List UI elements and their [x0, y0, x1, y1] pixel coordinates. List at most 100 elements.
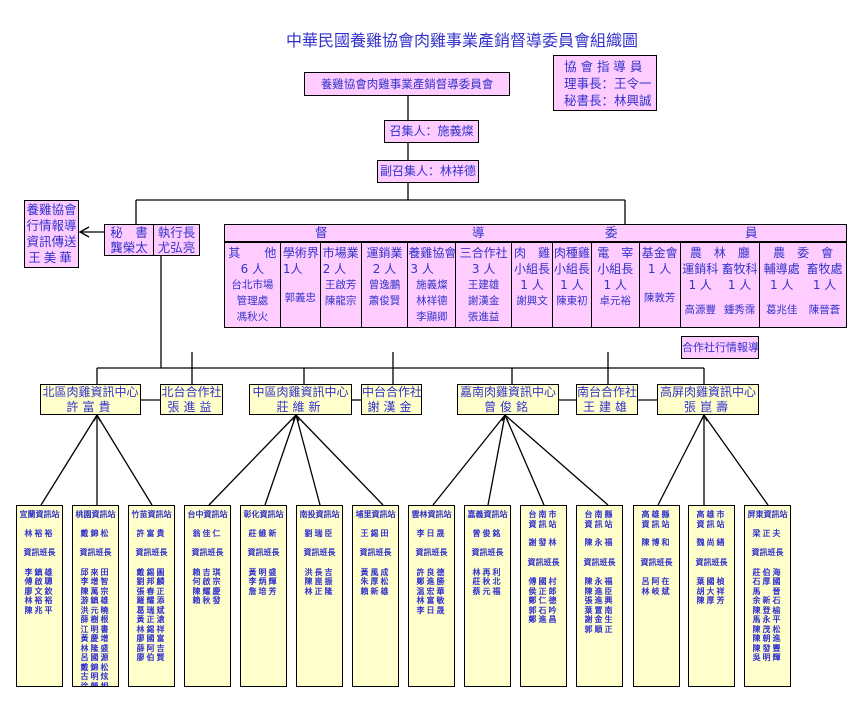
- station-leader: 曾俊銘: [472, 528, 503, 538]
- station-member: 廖伯賢: [136, 653, 167, 662]
- station-title: 高雄縣: [641, 510, 672, 519]
- convener-box: 召集人：施義燦: [384, 120, 479, 143]
- column-heading: 養雞協會: [408, 246, 457, 260]
- station-member: 葉置南: [584, 605, 615, 615]
- station-title: 台南縣: [584, 510, 615, 519]
- column-heading: 基金會: [641, 246, 678, 260]
- station-member: 陳耀慶: [192, 586, 223, 596]
- station-role: 資訊班長: [583, 557, 616, 567]
- station-member: 陳萬宗: [80, 586, 111, 596]
- member-name: 謝漢金: [467, 295, 500, 307]
- member-name: 施義燦: [416, 279, 448, 291]
- station-leader: 陳永福: [584, 538, 615, 547]
- member-name: 謝興文: [516, 295, 548, 307]
- region-name: 謝漢金: [367, 399, 416, 414]
- station-leader: 王錫田: [360, 528, 391, 538]
- column-heading: 學術界: [282, 246, 319, 260]
- arrow-up-icon: [700, 413, 708, 422]
- department-name: 輔導處: [763, 262, 800, 276]
- station-leader: 劉瑞臣: [304, 528, 335, 538]
- station-role: 資訊班長: [247, 548, 280, 557]
- member-names: 謝興文: [512, 293, 552, 309]
- member-name: 王啟芳: [324, 279, 357, 291]
- member-names: 陳敦芳: [640, 277, 680, 327]
- station-member: 呂阿在: [641, 577, 672, 586]
- station-title: 高雄市: [696, 510, 727, 519]
- station-member: 薛樹根: [80, 615, 111, 624]
- station-members: 邱來田李增智陳萬宗游鎮雄洪元曉薛樹根江明書黃慶增林隆盛呂國源戴錦松古明炫涂榮相: [73, 567, 118, 687]
- committee-box: 養雞協會肉雞事業產銷督導委員會: [304, 72, 510, 96]
- station-box: 高雄縣資訊站陳博和資訊班長呂阿在林岐斌: [633, 505, 680, 687]
- member-name: 卓元裕: [599, 295, 631, 307]
- advisor-secretary-general: 秘書長：林興誠: [564, 93, 652, 108]
- station-box: 埔里資訊站王錫田資訊班長黃風成朱厚松賴新雄: [352, 505, 399, 687]
- station-title: 嘉義資訊站: [467, 510, 508, 519]
- station-member: 張進興: [584, 596, 615, 605]
- station-member: 何啟宗: [192, 577, 223, 586]
- station-member: 邱來田: [80, 567, 111, 577]
- station-member: 黃正滄: [136, 615, 167, 624]
- station-member: 侯正郎: [528, 586, 559, 596]
- station-member: 鄭進昌: [528, 615, 559, 624]
- station-leader: 梁正夫: [752, 528, 783, 538]
- station-title: 彰化資訊站: [243, 510, 284, 519]
- station-members: 洪長吉陳崑振林正隆: [297, 568, 342, 597]
- station-member: 馬永平: [752, 615, 783, 624]
- station-member: 朱厚松: [360, 577, 391, 586]
- executive-title: 執行長: [157, 225, 196, 240]
- station-member: 胡大祥: [696, 586, 727, 596]
- region-name: 張進益: [167, 399, 216, 414]
- column-heading: 小組長: [553, 262, 590, 276]
- station-member: 謝金生: [584, 615, 615, 624]
- member-count: 3 人: [471, 262, 496, 276]
- station-member: 李鎮雄: [24, 567, 55, 577]
- station-title: 南投資訊站: [299, 510, 340, 519]
- connector-line: [432, 414, 506, 506]
- station-members: 李鎮雄傅啟聰廖文欽林裕裕陳兆平: [17, 568, 62, 616]
- station-members: 莊伯海石厚國馬 晉余新石陳登榆馬永平陳茂松陳朝進陳發豐吳明輝: [745, 568, 790, 663]
- secretary-name: 龔榮太: [110, 240, 148, 255]
- station-leader: 莊維新: [248, 528, 279, 538]
- station-member: 陳兆平: [24, 605, 55, 615]
- station-member: 黃慶增: [80, 634, 111, 643]
- member-name: 張進益: [467, 311, 500, 323]
- info-relay-line: 行情報導: [26, 218, 77, 233]
- station-role: 資訊班長: [359, 548, 392, 557]
- advisor-heading: 協 會 指 導 員: [564, 59, 643, 74]
- region-name: 王建雄: [582, 399, 631, 414]
- station-members: 黃明盛李炳輝詹培芳: [241, 568, 286, 597]
- station-box: 南投資訊站劉瑞臣資訊班長洪長吉陳崑振林正隆: [296, 505, 343, 687]
- station-member: 古明炫: [80, 672, 111, 681]
- station-member: 林正隆: [304, 586, 335, 596]
- station-member: 黃風成: [360, 567, 391, 577]
- region-title: 高屏肉雞資訊中心: [659, 385, 756, 399]
- station-leader: 李日晟: [416, 528, 447, 538]
- member-name: 林祥德: [416, 295, 448, 307]
- connector-line: [96, 414, 153, 506]
- member-names: 郭義忠: [281, 277, 320, 327]
- station-member: 蔡元福: [472, 586, 503, 596]
- region-title: 南台合作社: [577, 385, 638, 399]
- member-name: 鍾秀霈: [723, 304, 756, 316]
- station-box: 竹苗資訊站許富貴資訊班長戴錫圖劉邦麟張春正羅耀添葛瑞斌黃正滄林錫祥廖國富薛阿吉廖…: [128, 505, 175, 687]
- secretary-title: 秘 書: [110, 225, 148, 240]
- connector-line: [208, 414, 297, 506]
- station-member: 林裕裕: [24, 596, 55, 605]
- region-title: 中區肉雞資訊中心: [252, 385, 349, 399]
- header-char: 導: [472, 225, 485, 240]
- region-name: 莊維新: [276, 399, 325, 414]
- station-member: 戴錫圖: [136, 567, 167, 577]
- member-names: 陳東初: [553, 293, 591, 309]
- column-heading: 運銷業: [366, 246, 403, 260]
- region-name: 張崑壽: [683, 399, 732, 414]
- station-member: 吳明輝: [752, 653, 783, 662]
- station-role: 資訊班長: [191, 548, 224, 557]
- arrow-up-icon: [501, 413, 509, 422]
- station-box: 雲林資訊站李日晟資訊班長許良德鄭進勝温宏華林富敏李日晟: [408, 505, 455, 687]
- station-members: 呂阿在林岐斌: [634, 577, 679, 596]
